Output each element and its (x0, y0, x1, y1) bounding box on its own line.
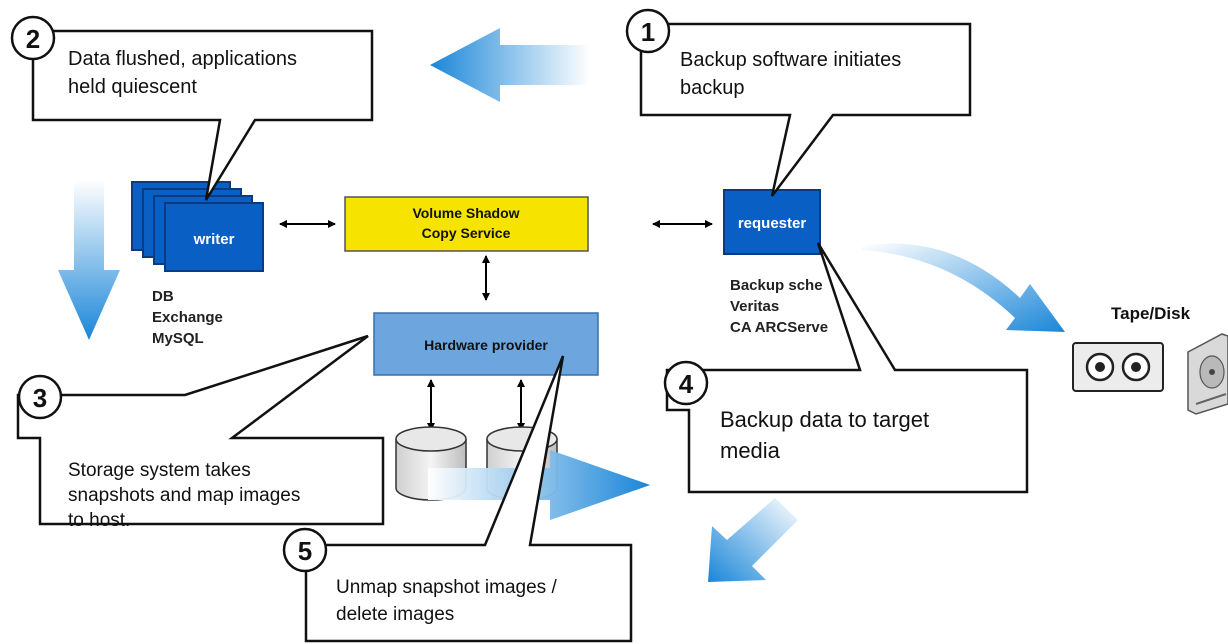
callout-2-line-1: Data flushed, applications (68, 48, 297, 70)
requester-app-3: CA ARCServe (730, 319, 828, 336)
step-2-number: 2 (26, 24, 40, 54)
step-1-number: 1 (641, 17, 655, 47)
requester-app-2: Veritas (730, 298, 779, 315)
callout-2-line-2: held quiescent (68, 76, 197, 98)
writer-app-db: DB (152, 288, 174, 305)
callout-1-line-1: Backup software initiates (680, 49, 901, 71)
writer-apps: DB Exchange MySQL (152, 288, 223, 347)
step-4-number: 4 (679, 369, 694, 399)
step-4-badge: 4 (663, 360, 709, 406)
callout-4-line-2: media (720, 438, 781, 463)
hardware-provider-label: Hardware provider (424, 337, 548, 353)
callout-3-line-3: to host. (68, 510, 130, 531)
requester-apps: Backup sche Veritas CA ARCServe (730, 277, 828, 336)
callout-step-3: Storage system takes snapshots and map i… (16, 334, 385, 531)
callout-step-2: Data flushed, applications held quiescen… (31, 29, 374, 201)
writer-stack: writer (131, 181, 264, 272)
connectors (279, 220, 713, 431)
hard-disk-icon (1187, 333, 1228, 415)
writer-label: writer (193, 231, 235, 248)
callout-5-line-1: Unmap snapshot images / (336, 577, 557, 598)
media-label: Tape/Disk (1111, 304, 1191, 323)
callout-3-line-2: snapshots and map images (68, 485, 300, 506)
tape-icon (1072, 342, 1164, 392)
callout-step-4: Backup data to target media (665, 242, 1029, 494)
step-3-badge: 3 (17, 374, 63, 420)
callout-step-1: Backup software initiates backup (639, 22, 972, 197)
callout-5-line-2: delete images (336, 604, 454, 625)
requester-box[interactable] (723, 189, 821, 255)
flow-arrow-diagonal (708, 498, 798, 582)
step-5-number: 5 (298, 536, 312, 566)
step-3-number: 3 (33, 383, 47, 413)
step-2-badge: 2 (10, 15, 56, 61)
writer-box[interactable] (164, 202, 264, 272)
vss-box[interactable] (344, 196, 589, 252)
writer-app-mysql: MySQL (152, 330, 204, 347)
callout-step-5: Unmap snapshot images / delete images (288, 355, 633, 643)
callout-1-line-2: backup (680, 77, 745, 99)
vss-label-line2: Copy Service (422, 225, 511, 241)
flow-arrow-to-media (862, 243, 1065, 332)
flow-arrow-left (430, 28, 590, 102)
callout-4-line-1: Backup data to target (720, 407, 929, 432)
flow-arrow-down (58, 180, 120, 340)
callout-3-line-1: Storage system takes (68, 460, 251, 481)
step-1-badge: 1 (625, 8, 671, 54)
vss-label-line1: Volume Shadow (412, 205, 519, 221)
step-5-badge: 5 (282, 527, 328, 573)
writer-app-exchange: Exchange (152, 309, 223, 326)
requester-app-1: Backup sche (730, 277, 823, 294)
requester-label: requester (738, 215, 807, 232)
